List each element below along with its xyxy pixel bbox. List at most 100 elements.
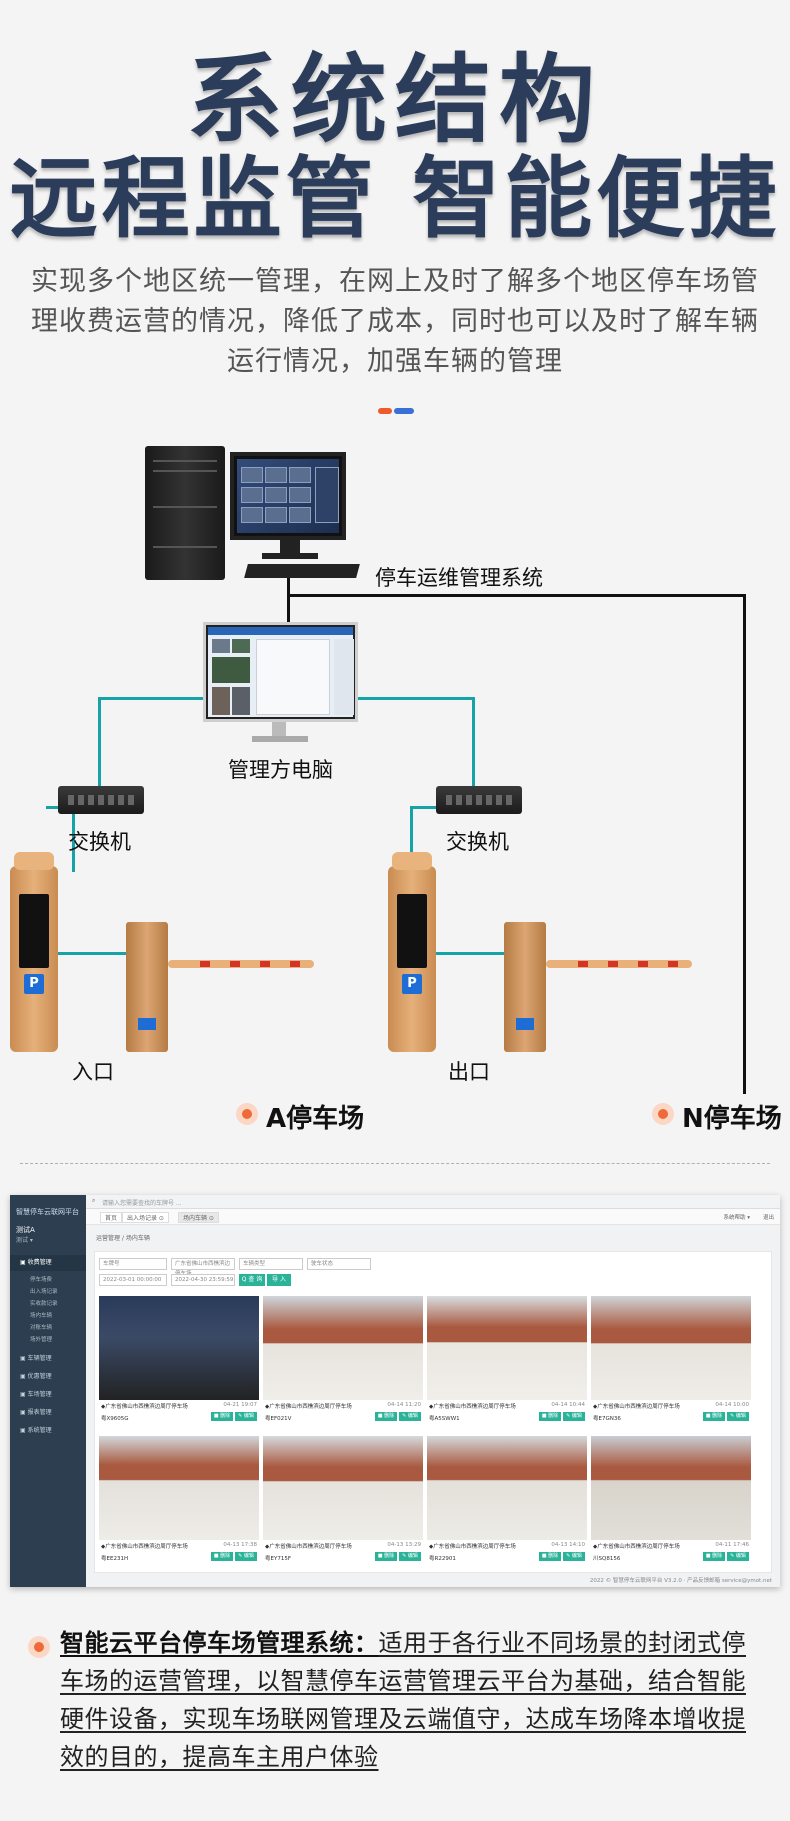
- app-footer: 2022 © 智慧停车云联网平台 V3.2.0 · 产品反馈邮箱 service…: [589, 1578, 772, 1584]
- delete-button[interactable]: ■ 删除: [375, 1552, 397, 1561]
- manager-pc-label: 管理方电脑: [228, 758, 333, 782]
- lot-n-bullet-icon: [652, 1103, 674, 1125]
- tab-home[interactable]: 首页: [100, 1212, 123, 1223]
- date-from-input[interactable]: 2022-03-01 00:00:00: [99, 1274, 167, 1286]
- vehicle-photo: [99, 1296, 259, 1400]
- edit-button[interactable]: ✎ 编辑: [727, 1412, 749, 1421]
- tab-records[interactable]: 出入场记录 ⊙: [122, 1212, 169, 1223]
- delete-button[interactable]: ■ 删除: [703, 1552, 725, 1561]
- edit-button[interactable]: ✎ 编辑: [235, 1552, 257, 1561]
- page-subtitle: 远程监管 智能便捷: [9, 147, 781, 250]
- switch-right-label: 交换机: [446, 830, 509, 854]
- network-line: [410, 806, 413, 872]
- network-line: [72, 806, 75, 872]
- tab-in-lot[interactable]: 场内车辆 ⊙: [178, 1212, 219, 1223]
- delete-button[interactable]: ■ 删除: [703, 1412, 725, 1421]
- network-line: [98, 697, 206, 700]
- app-user: 测试A: [16, 1226, 35, 1234]
- exit-kiosk: P: [388, 852, 436, 1052]
- sidebar-item-system[interactable]: ▣ 系统管理: [20, 1427, 52, 1434]
- park-status-select[interactable]: 驶车状态: [307, 1258, 371, 1270]
- lot-select[interactable]: 广东省佛山市西樵滨边停车场: [171, 1258, 235, 1277]
- sidebar-item-lots[interactable]: ▣ 车场管理: [20, 1391, 52, 1398]
- sidebar-sub-item[interactable]: 出入场记录: [30, 1289, 58, 1295]
- edit-button[interactable]: ✎ 编辑: [399, 1552, 421, 1561]
- vehicle-photo: [263, 1436, 423, 1540]
- edit-button[interactable]: ✎ 编辑: [235, 1412, 257, 1421]
- app-sidebar: 智慧停车云联网平台 测试A 测试 ▾ ▣ 收费管理 停车场费 出入场记录 实收款…: [10, 1195, 86, 1587]
- vehicle-type-select[interactable]: 车辆类型: [239, 1258, 303, 1270]
- sidebar-item-reports[interactable]: ▣ 报表管理: [20, 1409, 52, 1416]
- sidebar-item-vehicles[interactable]: ▣ 车辆管理: [20, 1355, 52, 1362]
- connector-line: [287, 578, 290, 624]
- vehicle-photo: [591, 1436, 751, 1540]
- lot-n-label: N停车场: [682, 1104, 782, 1134]
- app-tabbar: 首页 出入场记录 ⊙ 场内车辆 ⊙ 系统帮助 ▾ 退出: [86, 1209, 780, 1225]
- exit-label: 出口: [448, 1060, 490, 1084]
- entrance-kiosk: P: [10, 852, 58, 1052]
- network-line: [472, 697, 475, 789]
- query-button[interactable]: Q 查 询: [239, 1274, 265, 1286]
- network-line: [98, 697, 101, 789]
- sidebar-item-discounts[interactable]: ▣ 优惠管理: [20, 1373, 52, 1380]
- description-highlight: 智能云平台停车场管理系统：: [60, 1629, 379, 1657]
- switch-left-label: 交换机: [68, 830, 131, 854]
- date-to-input[interactable]: 2022-04-30 23:59:59: [171, 1274, 235, 1286]
- app-main: 运营管理 / 场内车辆 车牌号 广东省佛山市西樵滨边停车场 车辆类型 驶车状态 …: [86, 1225, 780, 1587]
- monitor-base: [252, 736, 308, 742]
- vehicle-photo: [263, 1296, 423, 1400]
- delete-button[interactable]: ■ 删除: [211, 1552, 233, 1561]
- delete-button[interactable]: ■ 删除: [539, 1552, 561, 1561]
- edit-button[interactable]: ✎ 编辑: [563, 1412, 585, 1421]
- delete-button[interactable]: ■ 删除: [539, 1412, 561, 1421]
- help-menu[interactable]: 系统帮助 ▾: [723, 1215, 750, 1221]
- network-switch-right: [436, 786, 522, 814]
- page-title: 系统结构: [187, 44, 603, 156]
- plate-search-input[interactable]: 请输入您需要查找的车牌号 ...: [102, 1200, 182, 1207]
- keyboard-icon: [244, 564, 360, 578]
- edit-button[interactable]: ✎ 编辑: [563, 1552, 585, 1561]
- sidebar-item-billing[interactable]: ▣ 收费管理: [10, 1255, 86, 1271]
- lot-a-label: A停车场: [266, 1104, 365, 1134]
- monitor-stand: [280, 540, 300, 556]
- sidebar-sub-item[interactable]: 停车场费: [30, 1277, 53, 1283]
- app-user-menu[interactable]: 测试 ▾: [16, 1237, 33, 1244]
- search-icon[interactable]: ⌕: [92, 1197, 96, 1204]
- software-screenshot: 智慧停车云联网平台 测试A 测试 ▾ ▣ 收费管理 停车场费 出入场记录 实收款…: [10, 1195, 780, 1587]
- sidebar-sub-item[interactable]: 对账车辆: [30, 1325, 53, 1331]
- system-description: 智能云平台停车场管理系统：适用于各行业不同场景的封闭式停车场的运营管理，以智慧停…: [60, 1624, 760, 1776]
- plate-filter-input[interactable]: 车牌号: [99, 1258, 167, 1270]
- edit-button[interactable]: ✎ 编辑: [727, 1552, 749, 1561]
- logout-link[interactable]: 退出: [762, 1215, 774, 1221]
- ops-system-label: 停车运维管理系统: [375, 566, 543, 590]
- breadcrumb: 运营管理 / 场内车辆: [96, 1235, 150, 1242]
- network-switch-left: [58, 786, 144, 814]
- exit-barrier-arm: [546, 960, 692, 968]
- entrance-barrier-arm: [168, 960, 314, 968]
- sidebar-sub-item[interactable]: 场内车辆: [30, 1313, 53, 1319]
- connector-line: [743, 594, 746, 1094]
- sidebar-sub-item[interactable]: 场外管理: [30, 1337, 53, 1343]
- decorative-dot-blue: [394, 408, 414, 414]
- delete-button[interactable]: ■ 删除: [375, 1412, 397, 1421]
- import-button[interactable]: 导 入: [267, 1274, 291, 1286]
- exit-barrier-gate: [504, 922, 546, 1052]
- edit-button[interactable]: ✎ 编辑: [399, 1412, 421, 1421]
- sidebar-sub-item[interactable]: 实收款记录: [30, 1301, 58, 1307]
- monitor-stand: [272, 722, 286, 738]
- delete-button[interactable]: ■ 删除: [211, 1412, 233, 1421]
- ops-monitor: [230, 452, 346, 540]
- network-line: [410, 806, 436, 809]
- vehicle-photo: [591, 1296, 751, 1400]
- manager-monitor: [203, 622, 358, 722]
- network-line: [358, 697, 474, 700]
- connector-line: [287, 594, 746, 597]
